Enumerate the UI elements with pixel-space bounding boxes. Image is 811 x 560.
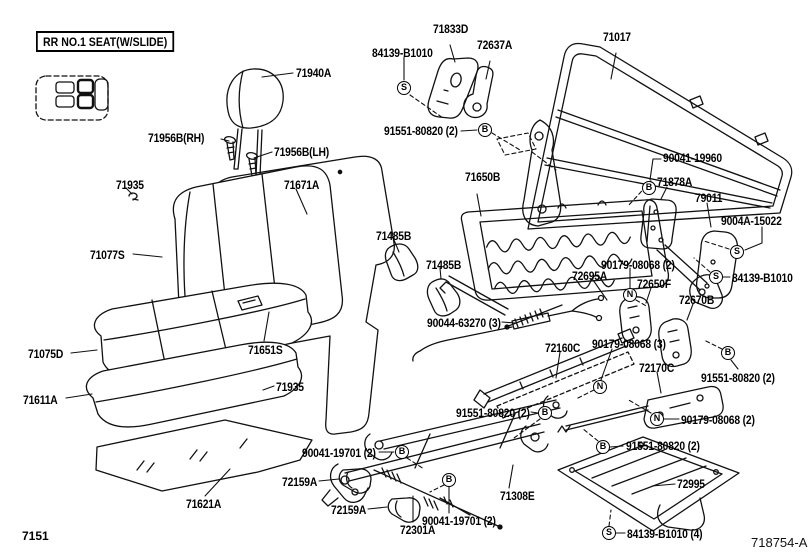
part-label-90041-19960: 90041-19960: [663, 151, 722, 165]
part-label-72160c: 72160C: [545, 341, 581, 355]
fastener-symbol-s: S: [602, 526, 616, 540]
part-label-71878a: 71878A: [657, 175, 693, 189]
part-label-71077s: 71077S: [90, 248, 125, 262]
part-label-72159a-a: 72159A: [282, 475, 318, 489]
seat-cushion-pad-drawing: [85, 341, 303, 428]
part-label-91551-top: 91551-80820 (2): [384, 124, 458, 138]
part-label-71833d: 71833D: [433, 22, 469, 36]
fastener-symbol-b: B: [538, 406, 552, 420]
part-label-72650f: 72650F: [637, 277, 671, 291]
part-label-84139-top: 84139-B1010: [372, 46, 433, 60]
fastener-symbol-n: N: [650, 412, 664, 426]
part-label-72301a: 72301A: [400, 523, 436, 537]
part-label-71650b: 71650B: [465, 170, 501, 184]
lock-assembly-inner-drawing: [619, 296, 652, 344]
part-label-71671a: 71671A: [284, 178, 320, 192]
part-label-71956b-rh: 71956B(RH): [148, 131, 205, 145]
dashed-leaders: [406, 94, 730, 527]
fastener-symbol-b: B: [442, 473, 456, 487]
part-label-90041-19701-b: 90041-19701 (2): [422, 514, 496, 528]
fastener-symbol-s: S: [397, 81, 411, 95]
part-label-90041-19701-a: 90041-19701 (2): [302, 446, 376, 460]
part-label-71940a: 71940A: [296, 66, 332, 80]
fastener-symbol-b: B: [721, 346, 735, 360]
part-label-84139-bot: 84139-B1010 (4): [627, 527, 703, 541]
part-label-90179-mid: 90179-08068 (3): [592, 337, 666, 351]
page-code: 7151: [22, 529, 49, 543]
torsion-rod-drawing: [373, 467, 503, 530]
headrest-support-drawing: [223, 136, 259, 177]
recliner-cover-drawing: [427, 57, 479, 119]
vehicle-seat-position-icon: [35, 75, 109, 121]
part-label-71935-b: 71935: [276, 380, 304, 394]
slide-lever-drawing: [557, 385, 724, 433]
part-label-71485b-a: 71485B: [376, 229, 412, 243]
part-label-91551-bot: 91551-80820 (2): [626, 439, 700, 453]
fastener-symbol-b: B: [642, 181, 656, 195]
fastener-symbol-s: S: [730, 245, 744, 259]
fastener-symbol-n: N: [593, 380, 607, 394]
part-label-71485b-b: 71485B: [426, 258, 462, 272]
figure-code: 718754-A: [751, 535, 808, 550]
part-label-72695a: 72695A: [572, 269, 608, 283]
part-label-90179-bot: 90179-08068 (2): [681, 413, 755, 427]
part-label-91551-mid: 91551-80820 (2): [456, 406, 530, 420]
diagram-title-box: RR NO.1 SEAT(W/SLIDE): [36, 31, 175, 52]
part-label-72995: 72995: [677, 477, 705, 491]
fastener-symbol-b: B: [395, 445, 409, 459]
fastener-symbol-b: B: [596, 440, 610, 454]
part-label-71935-a: 71935: [116, 178, 144, 192]
part-label-71956b-lh: 71956B(LH): [274, 145, 330, 159]
part-label-71308e: 71308E: [500, 489, 535, 503]
leader-lines: [65, 44, 763, 534]
hinge-cover-drawing: [640, 198, 677, 250]
part-label-72637a: 72637A: [477, 38, 513, 52]
part-label-71651s: 71651S: [248, 343, 283, 357]
part-label-90044-63270: 90044-63270 (3): [427, 316, 501, 330]
part-label-72170c: 72170C: [639, 361, 675, 375]
fastener-symbol-b: B: [478, 123, 492, 137]
part-label-71075d: 71075D: [28, 347, 64, 361]
part-label-71611a: 71611A: [23, 393, 58, 407]
part-label-90179-top: 90179-08068 (2): [601, 258, 675, 272]
part-label-71621a: 71621A: [186, 497, 222, 511]
floor-panel-drawing: [557, 436, 740, 532]
fastener-symbol-s: S: [709, 270, 723, 284]
stopper-drawing: [338, 468, 421, 523]
part-label-79011: 79011: [695, 191, 723, 205]
cushion-side-pad-drawing: [384, 243, 461, 317]
fastener-symbol-n: N: [623, 288, 637, 302]
part-label-91551-right: 91551-80820 (2): [701, 371, 775, 385]
lock-assembly-outer-drawing: [658, 318, 692, 368]
part-label-9004a-15022: 9004A-15022: [721, 214, 782, 228]
seat-back-frame-drawing: [522, 42, 793, 230]
hinge-bracket-drawing: [463, 65, 494, 119]
part-label-84139-right: 84139-B1010: [732, 271, 793, 285]
cushion-protector-drawing: [95, 419, 313, 492]
reclining-cover-drawing: [695, 230, 739, 299]
seat-cushion-frame-drawing: [439, 199, 724, 316]
part-label-72670b: 72670B: [679, 293, 715, 307]
part-label-72159a-b: 72159A: [331, 503, 367, 517]
part-label-71017: 71017: [603, 30, 631, 44]
